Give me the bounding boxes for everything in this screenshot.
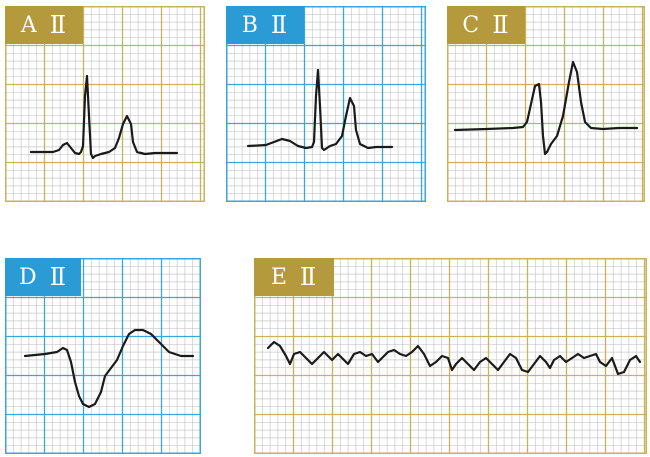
ecg-panel-a: A Ⅱ (5, 6, 205, 202)
ecg-trace-a (29, 74, 179, 160)
ecg-panel-e: E Ⅱ (254, 258, 647, 454)
ecg-grid-b (226, 6, 426, 202)
panel-letter-d: D (19, 264, 38, 290)
panel-lead-e: Ⅱ (299, 263, 318, 291)
panel-label-a: A Ⅱ (5, 6, 83, 44)
ecg-panel-c: C Ⅱ (447, 6, 645, 202)
panel-lead-a: Ⅱ (49, 11, 68, 39)
panel-letter-c: C (462, 12, 481, 38)
ecg-trace-d (23, 328, 195, 409)
panel-letter-e: E (270, 264, 288, 290)
panel-lead-c: Ⅱ (492, 11, 510, 39)
ecg-trace-e (266, 340, 642, 376)
panel-lead-d: Ⅱ (49, 263, 67, 291)
panel-label-b: B Ⅱ (226, 6, 304, 44)
panel-letter-a: A (20, 12, 38, 38)
panel-lead-b: Ⅱ (270, 11, 289, 39)
ecg-panel-d: D Ⅱ (5, 258, 201, 454)
ecg-trace-c (453, 60, 639, 156)
ecg-grid-a (5, 6, 205, 202)
panel-label-e: E Ⅱ (254, 258, 334, 296)
panel-letter-b: B (241, 12, 259, 38)
ecg-trace-b (246, 68, 394, 152)
panel-label-c: C Ⅱ (447, 6, 525, 44)
panel-label-d: D Ⅱ (5, 258, 81, 296)
ecg-panel-b: B Ⅱ (226, 6, 426, 202)
